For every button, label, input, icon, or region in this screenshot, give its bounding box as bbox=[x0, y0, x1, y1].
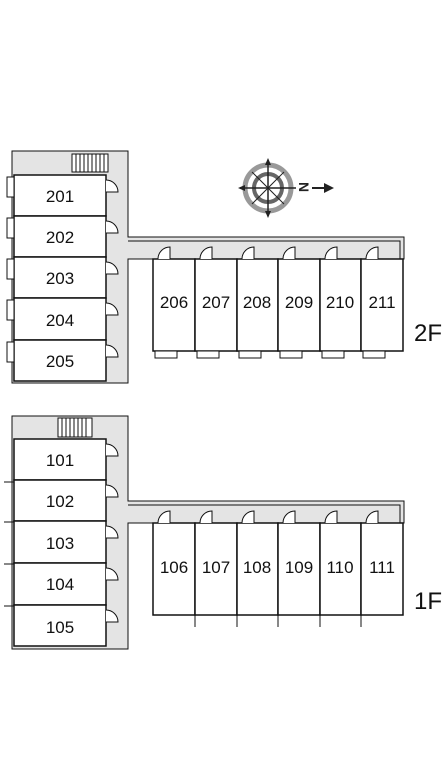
stairs bbox=[57, 417, 93, 438]
unit-207: 207 bbox=[194, 246, 238, 359]
unit-208: 208 bbox=[236, 246, 279, 359]
unit-number: 205 bbox=[46, 352, 74, 371]
unit-number: 110 bbox=[326, 558, 353, 577]
unit-206: 206 bbox=[152, 246, 196, 359]
unit-number: 108 bbox=[243, 558, 271, 577]
unit-number: 210 bbox=[326, 293, 354, 312]
unit-number: 104 bbox=[46, 575, 74, 594]
unit-211: 211 bbox=[360, 246, 404, 359]
unit-103: 103 bbox=[4, 520, 119, 564]
unit-201: 201 bbox=[6, 174, 119, 217]
unit-number: 203 bbox=[46, 269, 74, 288]
unit-111: 111 bbox=[360, 510, 404, 627]
unit-102: 102 bbox=[4, 479, 119, 522]
floor-label: 2F bbox=[414, 320, 442, 347]
stairs bbox=[71, 153, 109, 173]
unit-number: 207 bbox=[202, 293, 230, 312]
unit-109: 109 bbox=[277, 510, 321, 627]
floor-1f: 101 102 103 104 105 bbox=[4, 415, 442, 650]
compass-rose-icon bbox=[238, 158, 296, 218]
unit-number: 103 bbox=[46, 534, 74, 553]
unit-210: 210 bbox=[319, 246, 362, 359]
corridor bbox=[11, 415, 405, 650]
unit-number: 111 bbox=[369, 558, 395, 577]
unit-209: 209 bbox=[277, 246, 321, 359]
unit-107: 107 bbox=[194, 510, 238, 627]
unit-110: 110 bbox=[319, 510, 362, 627]
unit-204: 204 bbox=[6, 297, 119, 341]
unit-104: 104 bbox=[4, 562, 119, 606]
unit-number: 202 bbox=[46, 228, 74, 247]
unit-number: 101 bbox=[46, 451, 74, 470]
unit-number: 204 bbox=[46, 311, 74, 330]
unit-205: 205 bbox=[6, 339, 119, 382]
unit-105: 105 bbox=[4, 604, 119, 647]
corridor bbox=[11, 150, 405, 384]
unit-108: 108 bbox=[236, 510, 279, 627]
unit-number: 106 bbox=[160, 558, 188, 577]
unit-number: 211 bbox=[368, 293, 395, 312]
compass-north-label: N bbox=[296, 182, 312, 192]
floor-label: 1F bbox=[414, 588, 442, 615]
unit-number: 209 bbox=[285, 293, 313, 312]
unit-number: 109 bbox=[285, 558, 313, 577]
unit-203: 203 bbox=[6, 256, 119, 299]
unit-number: 107 bbox=[202, 558, 230, 577]
unit-number: 208 bbox=[243, 293, 271, 312]
unit-number: 105 bbox=[46, 618, 74, 637]
unit-106: 106 bbox=[152, 510, 196, 616]
unit-number: 201 bbox=[46, 187, 74, 206]
north-arrow-icon bbox=[312, 183, 334, 193]
compass: N bbox=[238, 158, 334, 218]
floor-2f: 201 202 203 204 205 bbox=[6, 150, 442, 384]
unit-101: 101 bbox=[13, 438, 119, 481]
unit-202: 202 bbox=[6, 215, 119, 258]
unit-number: 206 bbox=[160, 293, 188, 312]
unit-number: 102 bbox=[46, 492, 74, 511]
